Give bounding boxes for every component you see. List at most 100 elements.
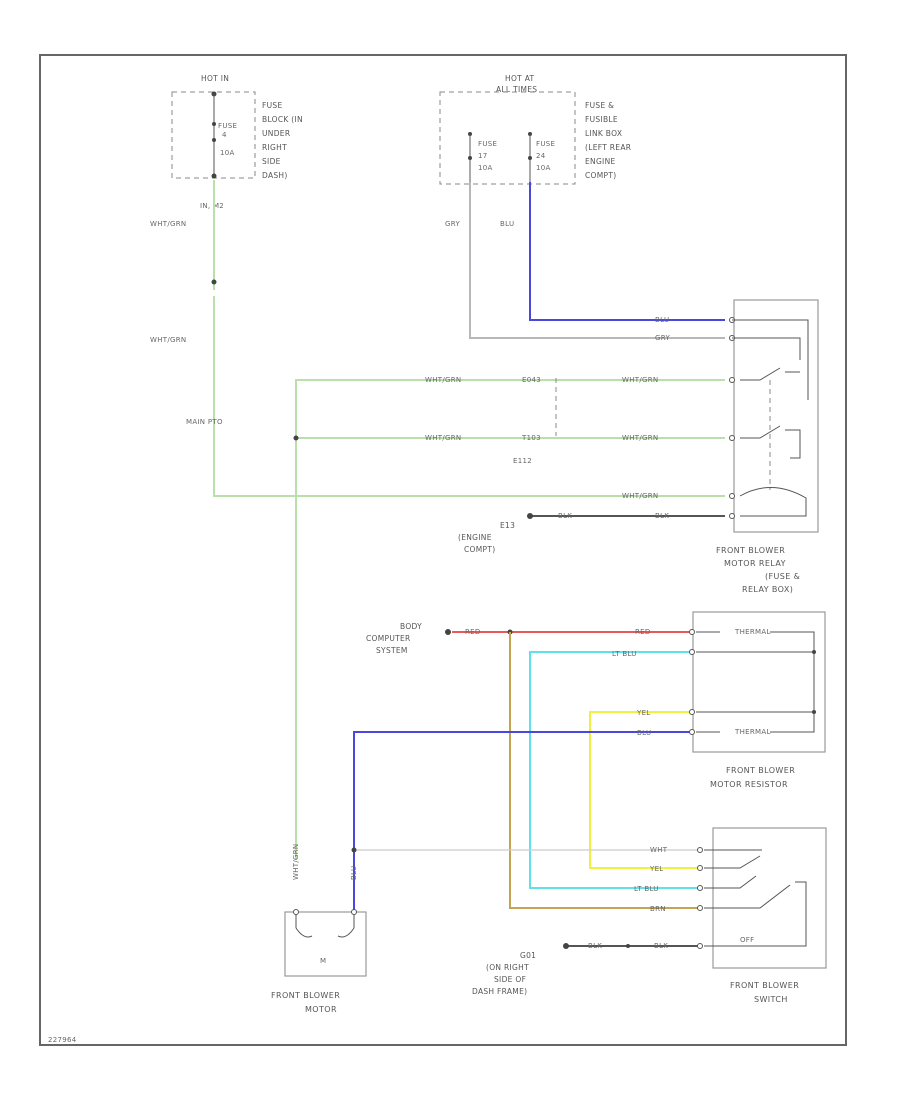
fuse-b2-node-mid: [528, 156, 532, 160]
ground-g1-line: G01: [520, 951, 536, 960]
fuse-box-desc-line: COMPT): [585, 171, 616, 180]
ground-g1-node: [563, 943, 569, 949]
fuse-block-desc-line: DASH): [262, 171, 288, 180]
fuse-box-outline: [439, 91, 576, 185]
fuse-b2-number: 24: [536, 152, 546, 160]
wire-label-lt-blu-resistor: LT BLU: [612, 650, 637, 658]
splice-node-motor: [351, 847, 357, 853]
wire-label-blu-resistor: BLU: [637, 729, 651, 737]
wire-label-blk-relay-a: BLK: [558, 512, 572, 520]
splice-node-upper: [211, 279, 217, 285]
resistor-label: FRONT BLOWER MOTOR RESISTOR: [710, 766, 795, 789]
fuse-block-out-node: [211, 173, 217, 179]
wire-label-blu-upper: BLU: [500, 220, 514, 228]
fuse-box-desc-line: ENGINE: [585, 157, 616, 166]
relay-contact-2: [740, 425, 801, 459]
resistor-node: [812, 650, 816, 654]
fuse-block-desc-line: FUSE: [262, 101, 283, 110]
ign-connector-label: IN, M2: [200, 202, 224, 210]
fuse-block-description: FUSE BLOCK (IN UNDER RIGHT SIDE DASH): [262, 101, 303, 180]
resistor-pin: [689, 709, 695, 715]
resistor-pin: [689, 729, 695, 735]
wire-label-lt-blu-switch: LT BLU: [634, 885, 659, 893]
wire-label-wht-grn-r2b: WHT/GRN: [622, 434, 658, 442]
fuse-block-desc-line: SIDE: [262, 157, 281, 166]
relay-coil: [732, 319, 809, 400]
hot-in-label: HOT IN: [201, 74, 229, 83]
fuse-box-desc-line: FUSE &: [585, 101, 614, 110]
fuse-box-description: FUSE & FUSIBLE LINK BOX (LEFT REAR ENGIN…: [585, 101, 631, 180]
body-computer-line: BODY: [400, 622, 422, 631]
wire-label-wht-switch: WHT: [650, 846, 668, 854]
relay-pin: [729, 513, 735, 519]
fuse-block-desc-line: BLOCK (IN: [262, 115, 303, 124]
relay-label-line: RELAY BOX): [742, 585, 793, 594]
ground-e13-node: [527, 513, 533, 519]
footer-code: 227964: [48, 1036, 77, 1044]
connector-e043: E043: [522, 376, 541, 384]
fuse-box-desc-line: LINK BOX: [585, 129, 622, 138]
fuse-block-desc-line: UNDER: [262, 129, 290, 138]
splice-main-label: MAIN PTO: [186, 418, 223, 426]
wire-label-blu-motor: BLU: [350, 866, 358, 880]
connector-t103: T103: [521, 434, 541, 442]
relay-contact-1: [740, 367, 800, 381]
ground-g1-mid-node: [626, 944, 630, 948]
wire-yel: [589, 711, 698, 869]
fuse-a-number: 4: [222, 131, 227, 139]
blower-switch-line: SWITCH: [754, 995, 788, 1004]
wire-blu-motor: [353, 731, 690, 910]
fuse-box-desc-line: FUSIBLE: [585, 115, 618, 124]
wire-label-red-b: RED: [635, 628, 651, 636]
resistor-label-line: FRONT BLOWER: [726, 766, 795, 775]
wire-wht-grn-relay-1: [295, 379, 725, 860]
resistor-thermal-1: THERMAL: [734, 628, 771, 636]
blower-switch-box: [712, 827, 827, 969]
switch-pin: [697, 943, 703, 949]
motor-winding: [295, 915, 355, 938]
fuse-b1-label: FUSE: [478, 140, 497, 148]
switch-pin: [697, 885, 703, 891]
wire-label-blk-relay-b: BLK: [655, 512, 669, 520]
wire-label-red-a: RED: [465, 628, 481, 636]
resistor-pin: [689, 629, 695, 635]
wire-label-yel-switch: YEL: [649, 865, 664, 873]
fuse-b1-amps: 10A: [478, 164, 493, 172]
ground-g1-label: G01 (ON RIGHT SIDE OF DASH FRAME): [472, 951, 536, 996]
motor-pin: [293, 909, 299, 915]
ground-e13-label: E13 (ENGINE COMPT): [458, 521, 515, 554]
splice-node-relay: [293, 435, 299, 441]
relay-pin: [729, 493, 735, 499]
wire-lt-blu: [529, 651, 698, 889]
relay-pin: [729, 377, 735, 383]
wire-label-blk-switch-b: BLK: [654, 942, 668, 950]
fuse-b2-label: FUSE: [536, 140, 555, 148]
relay-label-line: MOTOR RELAY: [724, 559, 786, 568]
relay-coil-arc: [739, 487, 807, 517]
switch-pin: [697, 847, 703, 853]
fuse-b1-number: 17: [478, 152, 488, 160]
hot-at-label: HOT AT: [505, 74, 535, 83]
ground-g1-line: (ON RIGHT: [486, 963, 529, 972]
wire-label-wht-grn-mid: WHT/GRN: [150, 336, 186, 344]
wire-label-blu-relay: BLU: [655, 316, 669, 324]
wire-label-yel-resistor: YEL: [636, 709, 651, 717]
wire-label-brn-switch: BRN: [650, 905, 666, 913]
switch-pin: [697, 905, 703, 911]
blower-motor-box: [284, 911, 367, 977]
blower-switch-label: FRONT BLOWER SWITCH: [730, 981, 799, 1004]
wire-label-wht-grn-r2a: WHT/GRN: [425, 434, 461, 442]
relay-pin: [729, 435, 735, 441]
wire-label-blk-switch-a: BLK: [588, 942, 602, 950]
wire-label-wht-grn-r1b: WHT/GRN: [622, 376, 658, 384]
wire-label-wht-grn-motor: WHT/GRN: [292, 844, 300, 880]
body-computer-line: SYSTEM: [376, 646, 408, 655]
diagram-frame: [39, 54, 847, 1046]
wire-blu-relay: [529, 182, 725, 321]
fuse-b1-node-mid: [468, 156, 472, 160]
resistor-box: [692, 611, 826, 753]
wire-label-gry-relay: GRY: [655, 334, 670, 342]
switch-contacts: [704, 849, 807, 947]
resistor-pin: [689, 649, 695, 655]
wire-gry: [469, 182, 725, 339]
